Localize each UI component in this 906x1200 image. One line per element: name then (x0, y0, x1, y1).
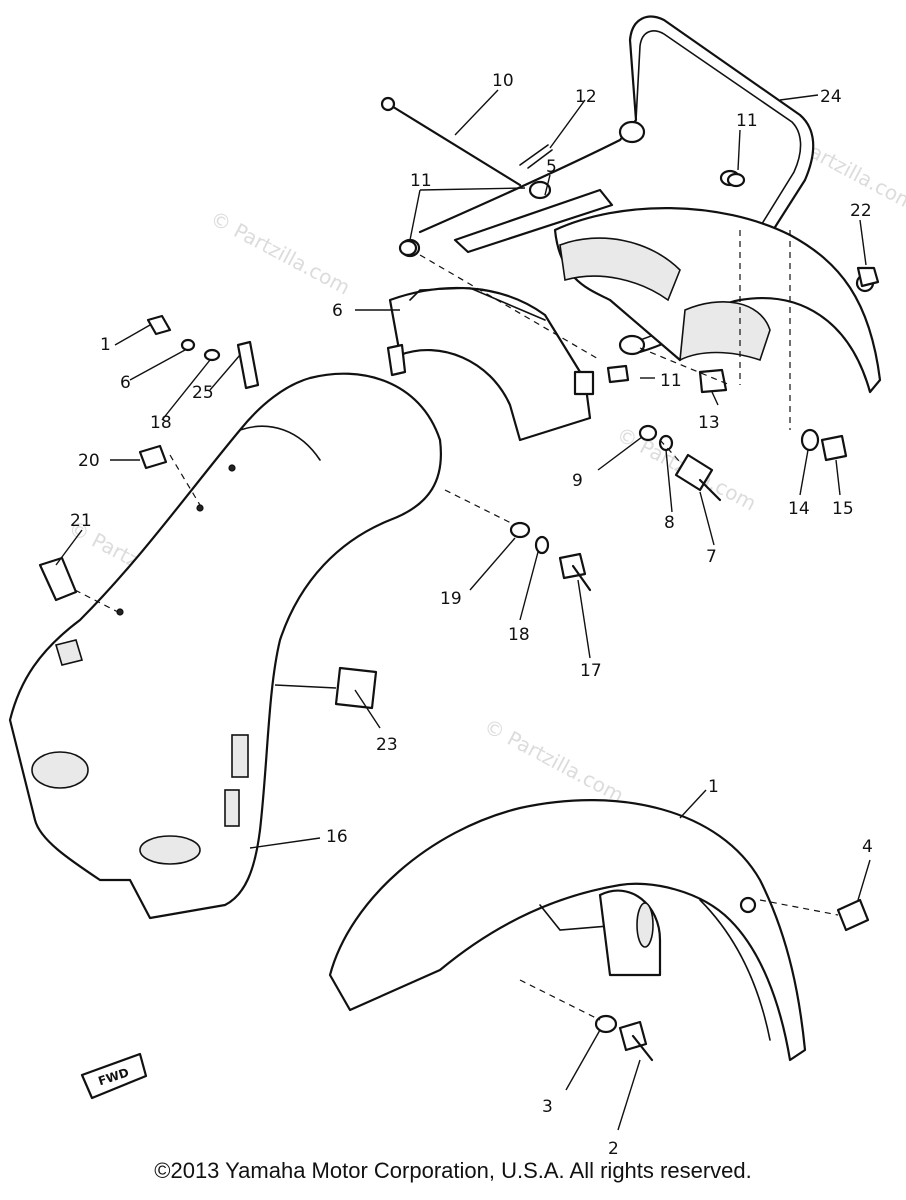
callout-11-left: 11 (410, 171, 432, 191)
leader-lines (55, 89, 871, 1131)
callout-6-left: 6 (120, 373, 131, 393)
callout-25: 25 (192, 383, 214, 403)
callout-3: 3 (542, 1097, 553, 1117)
callout-6: 6 (332, 301, 343, 321)
callout-5: 5 (546, 157, 557, 177)
callout-14: 14 (788, 499, 810, 519)
callout-19: 19 (440, 589, 462, 609)
washer-8 (658, 434, 674, 452)
nut-15 (820, 434, 848, 462)
callout-23: 23 (376, 735, 398, 755)
bolt-17 (558, 552, 592, 592)
callout-11-right: 11 (660, 371, 682, 391)
front-fender (328, 799, 807, 1062)
callout-10: 10 (492, 71, 514, 91)
connection-lines (74, 230, 839, 1021)
fwd-badge: FWD (80, 1052, 148, 1100)
callout-11-top: 11 (736, 111, 758, 131)
callout-12: 12 (575, 87, 597, 107)
callout-22: 22 (850, 201, 872, 221)
long-bolt (380, 96, 522, 187)
bolt-7 (674, 453, 722, 502)
copyright-notice: ©2013 Yamaha Motor Corporation, U.S.A. A… (154, 1158, 752, 1183)
watermark-text: © Partzilla.com (207, 206, 355, 300)
rear-fender-large (8, 372, 442, 920)
callout-4: 4 (862, 837, 873, 857)
nut-14 (800, 428, 820, 452)
washer-19 (509, 521, 531, 539)
washer-18 (534, 535, 550, 555)
callout-9: 9 (572, 471, 583, 491)
callout-2: 2 (608, 1139, 619, 1159)
label-plate (334, 666, 378, 710)
callout-21: 21 (70, 511, 92, 531)
callout-18-left: 18 (150, 413, 172, 433)
bolt-13 (698, 368, 728, 394)
clip-4 (836, 898, 870, 932)
callout-1: 1 (708, 777, 719, 797)
callout-15: 15 (832, 499, 854, 519)
callout-13: 13 (698, 413, 720, 433)
washer-3 (594, 1014, 618, 1034)
callout-24: 24 (820, 87, 842, 107)
callout-1-left: 1 (100, 335, 111, 355)
bolt-2 (618, 1020, 654, 1062)
callout-17: 17 (580, 661, 602, 681)
callout-labels: 10 12 24 11 5 11 6 22 11 13 9 8 7 14 15 … (70, 71, 873, 1159)
small-bolt (519, 144, 553, 169)
callout-7: 7 (706, 547, 717, 567)
watermark-text: © Partzilla.com (480, 714, 628, 808)
bolt-11-set (398, 172, 746, 384)
callout-20: 20 (78, 451, 100, 471)
callout-16: 16 (326, 827, 348, 847)
callout-18: 18 (508, 625, 530, 645)
washer-9 (638, 424, 658, 442)
callout-8: 8 (664, 513, 675, 533)
fender-bracket (386, 286, 595, 442)
small-clip-parts (38, 314, 260, 602)
nut-22 (856, 266, 880, 288)
rear-fender-small (553, 207, 882, 394)
